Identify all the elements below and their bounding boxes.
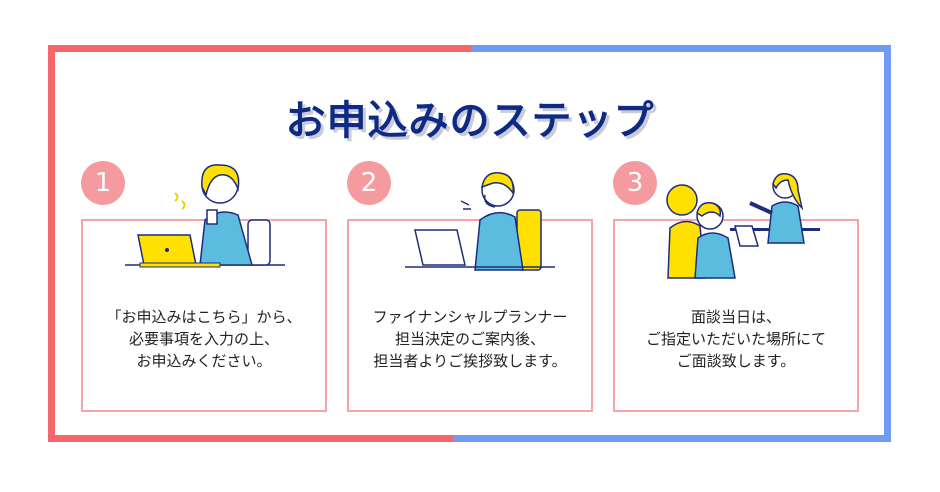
meeting-illustration <box>666 172 820 279</box>
step-1-line: 必要事項を入力の上、 <box>128 330 279 348</box>
page-title: お申込みのステップ <box>285 98 655 144</box>
step-2-line: 担当決定のご案内後、 <box>394 330 545 348</box>
frame-bottom-blue <box>453 435 891 442</box>
step-1-line: お申込みください。 <box>136 352 272 370</box>
step-2-description: ファイナンシャルプランナー 担当決定のご案内後、 担当者よりご挨拶致します。 <box>347 306 593 372</box>
step-1-description: 「お申込みはこちら」から、 必要事項を入力の上、 お申込みください。 <box>81 306 327 372</box>
frame-left <box>48 45 55 442</box>
frame-top-red <box>48 45 471 52</box>
step-2-line: 担当者よりご挨拶致します。 <box>373 352 567 370</box>
step-3-line: ご面談致します。 <box>676 352 796 370</box>
step-3-line: ご指定いただいた場所にて <box>645 330 826 348</box>
frame-top-blue <box>471 45 891 52</box>
step-2-card <box>347 219 593 412</box>
frame-right <box>884 45 891 442</box>
step-3-line: 面談当日は、 <box>690 308 781 326</box>
step-2-line: ファイナンシャルプランナー <box>372 308 568 326</box>
woman-with-laptop-illustration <box>125 164 285 268</box>
frame-bottom-red <box>48 435 453 442</box>
step-3-description: 面談当日は、 ご指定いただいた場所にて ご面談致します。 <box>613 306 859 372</box>
step-3-number: 3 <box>613 161 657 205</box>
step-1-number: 1 <box>81 161 125 205</box>
step-3-card <box>613 219 859 412</box>
planner-with-headset-illustration <box>405 172 555 271</box>
step-2-number: 2 <box>347 161 391 205</box>
step-1-line: 「お申込みはこちら」から、 <box>106 308 302 326</box>
